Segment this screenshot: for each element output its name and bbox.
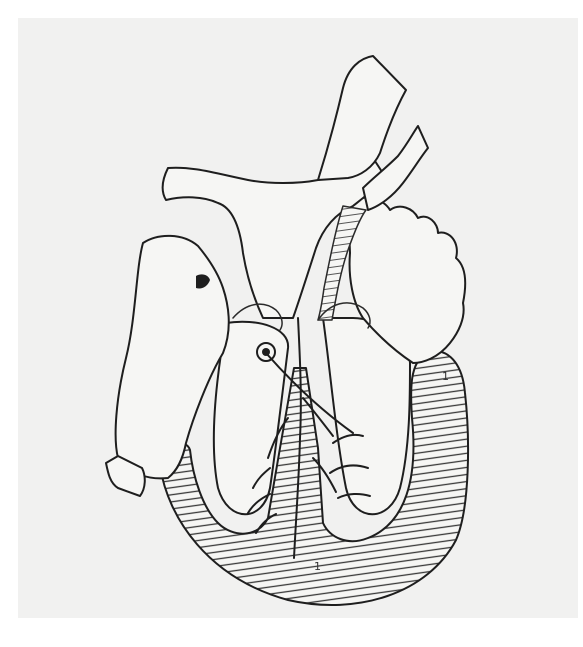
apex-label: 1 (314, 560, 321, 573)
figure-paper: 1 1 (18, 18, 578, 618)
right-atrium (116, 236, 229, 479)
right-ventricle-label: 1 (442, 370, 449, 383)
heart-diagram: 1 1 (18, 18, 578, 618)
probe-tip (262, 348, 270, 356)
